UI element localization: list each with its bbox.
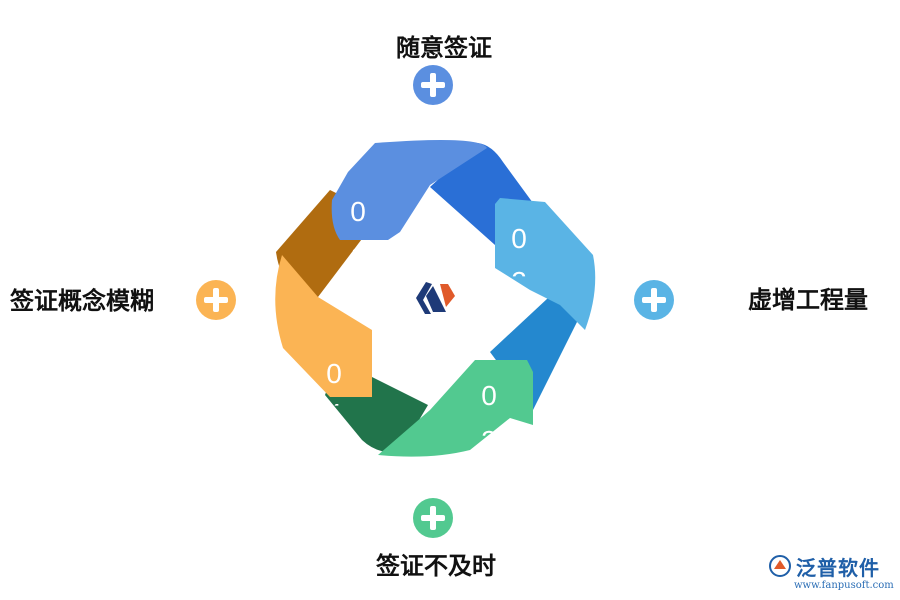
- plus-icon-step-2: [634, 280, 674, 320]
- fanpu-logo-icon: [769, 555, 791, 577]
- step-1-number-top: 0: [350, 196, 366, 227]
- arrow-step-3: [378, 360, 533, 457]
- step-1-label: 随意签证: [396, 34, 492, 62]
- plus-icon-step-1: [413, 65, 453, 105]
- step-3-label: 签证不及时: [376, 552, 496, 580]
- arrow-step-1: [331, 139, 487, 240]
- arrow-step-4: [275, 255, 372, 397]
- brand-url: www.fanpusoft.com: [794, 580, 894, 591]
- arrow-step-2: [495, 198, 596, 330]
- hexagon-logo-icon: [416, 282, 455, 314]
- step-2-number-top: 0: [511, 223, 527, 254]
- brand-name: 泛普软件: [796, 556, 880, 580]
- plus-icon-step-3: [413, 498, 453, 538]
- step-1-number-bottom: 1: [350, 241, 366, 272]
- step-3-number-bottom: 3: [481, 425, 497, 456]
- plus-icon-step-4: [196, 280, 236, 320]
- step-2-label: 虚增工程量: [748, 286, 868, 314]
- brand-watermark: 泛普软件 www.fanpusoft.com: [768, 552, 894, 598]
- step-4-number-top: 0: [326, 358, 342, 389]
- step-2-number-bottom: 2: [509, 268, 529, 276]
- step-3-number-top: 0: [481, 380, 497, 411]
- step-4-number-bottom: 4: [326, 398, 342, 429]
- step-4-label: 签证概念模糊: [10, 287, 154, 315]
